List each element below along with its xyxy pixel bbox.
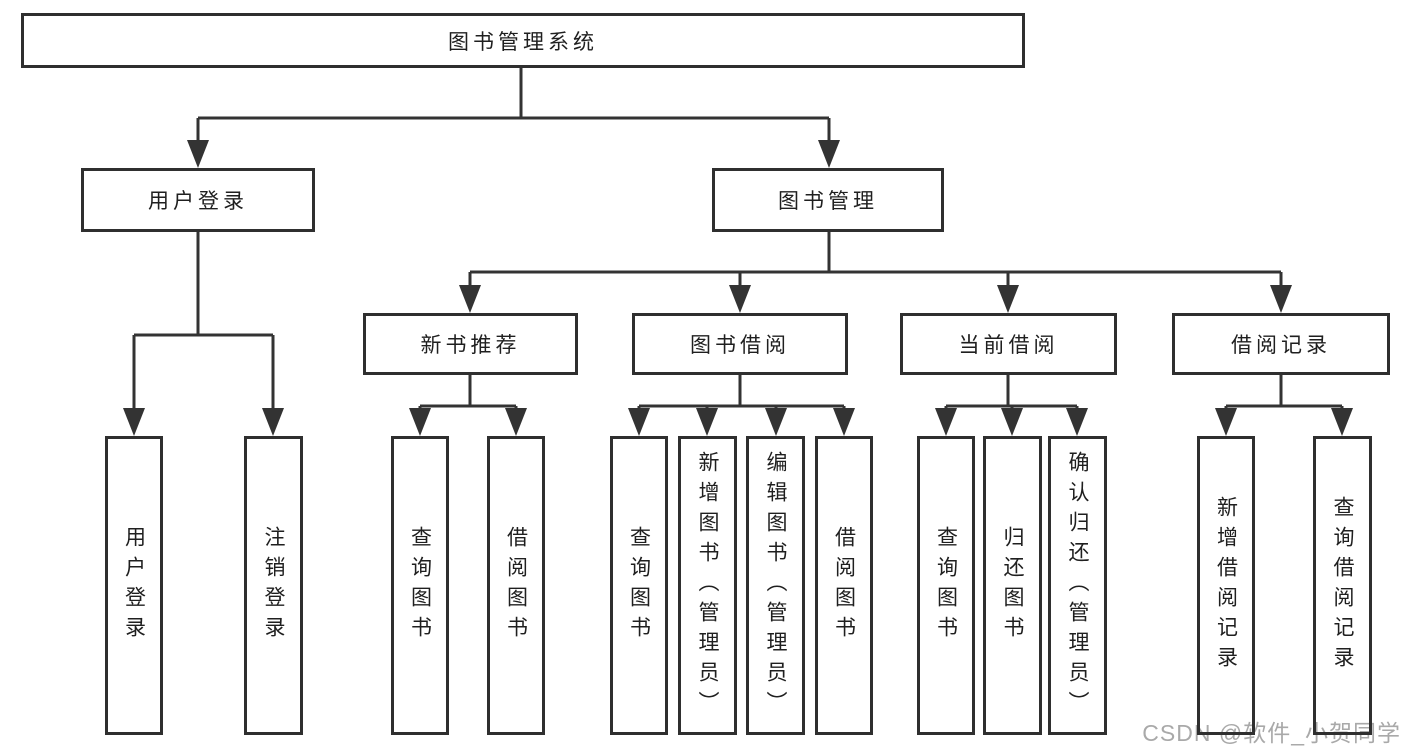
leaf-current-return: 归还图书 [983, 436, 1042, 735]
node-new-book-recommend: 新书推荐 [363, 313, 578, 375]
leaf-label: 确认归还（管理员） [1066, 450, 1089, 721]
leaf-userlogin-login: 用户登录 [105, 436, 163, 735]
leaf-borrow-edit-admin: 编辑图书（管理员） [746, 436, 805, 735]
arrow-down-icon [997, 285, 1019, 313]
arrow-down-icon [628, 408, 650, 436]
leaf-label: 查询借阅记录 [1331, 495, 1354, 676]
leaf-label: 查询图书 [408, 525, 432, 646]
leaf-current-query: 查询图书 [917, 436, 975, 735]
connector-bookborrow-to-leaves [628, 375, 855, 436]
node-current-borrowing: 当前借阅 [900, 313, 1117, 375]
connector-currentborrow-to-leaves [935, 375, 1088, 436]
leaf-label: 用户登录 [122, 525, 146, 646]
leaf-label: 注销登录 [262, 525, 285, 646]
leaf-newbooks-query: 查询图书 [391, 436, 449, 735]
leaf-borrow-query: 查询图书 [610, 436, 668, 735]
arrow-down-icon [1001, 408, 1023, 436]
arrow-down-icon [833, 408, 855, 436]
leaf-records-query: 查询借阅记录 [1313, 436, 1372, 735]
connector-records-to-leaves [1215, 375, 1353, 436]
arrow-down-icon [1270, 285, 1292, 313]
leaf-records-add: 新增借阅记录 [1197, 436, 1255, 735]
arrow-down-icon [765, 408, 787, 436]
arrow-down-icon [1215, 408, 1237, 436]
node-user-login: 用户登录 [81, 168, 315, 232]
leaf-borrow-add-admin: 新增图书（管理员） [678, 436, 737, 735]
leaf-current-confirm-admin: 确认归还（管理员） [1048, 436, 1107, 735]
arrow-down-icon [187, 140, 209, 168]
leaf-newbooks-borrow: 借阅图书 [487, 436, 545, 735]
leaf-label: 编辑图书（管理员） [764, 450, 787, 721]
leaf-label: 查询图书 [627, 525, 651, 646]
arrow-down-icon [818, 140, 840, 168]
arrow-down-icon [729, 285, 751, 313]
leaf-label: 借阅图书 [504, 525, 528, 646]
connector-userlogin-to-leaves [123, 232, 284, 436]
connector-newbooks-to-leaves [409, 375, 527, 436]
connector-root-to-level2 [187, 68, 840, 168]
leaf-label: 新增图书（管理员） [696, 450, 719, 721]
arrow-down-icon [409, 408, 431, 436]
leaf-label: 查询图书 [934, 525, 958, 646]
leaf-label: 借阅图书 [832, 525, 856, 646]
arrow-down-icon [459, 285, 481, 313]
arrow-down-icon [1066, 408, 1088, 436]
connector-bookmgmt-to-level3 [459, 232, 1292, 313]
arrow-down-icon [123, 408, 145, 436]
arrow-down-icon [1331, 408, 1353, 436]
leaf-userlogin-logout: 注销登录 [244, 436, 303, 735]
csdn-watermark: CSDN @软件_小贺同学 [1142, 720, 1401, 746]
node-root-system: 图书管理系统 [21, 13, 1025, 68]
node-book-borrowing: 图书借阅 [632, 313, 848, 375]
leaf-label: 归还图书 [1001, 525, 1024, 646]
arrow-down-icon [262, 408, 284, 436]
arrow-down-icon [696, 408, 718, 436]
leaf-borrow-borrow: 借阅图书 [815, 436, 873, 735]
node-book-management: 图书管理 [712, 168, 944, 232]
leaf-label: 新增借阅记录 [1214, 495, 1238, 676]
node-borrow-records: 借阅记录 [1172, 313, 1390, 375]
arrow-down-icon [505, 408, 527, 436]
arrow-down-icon [935, 408, 957, 436]
